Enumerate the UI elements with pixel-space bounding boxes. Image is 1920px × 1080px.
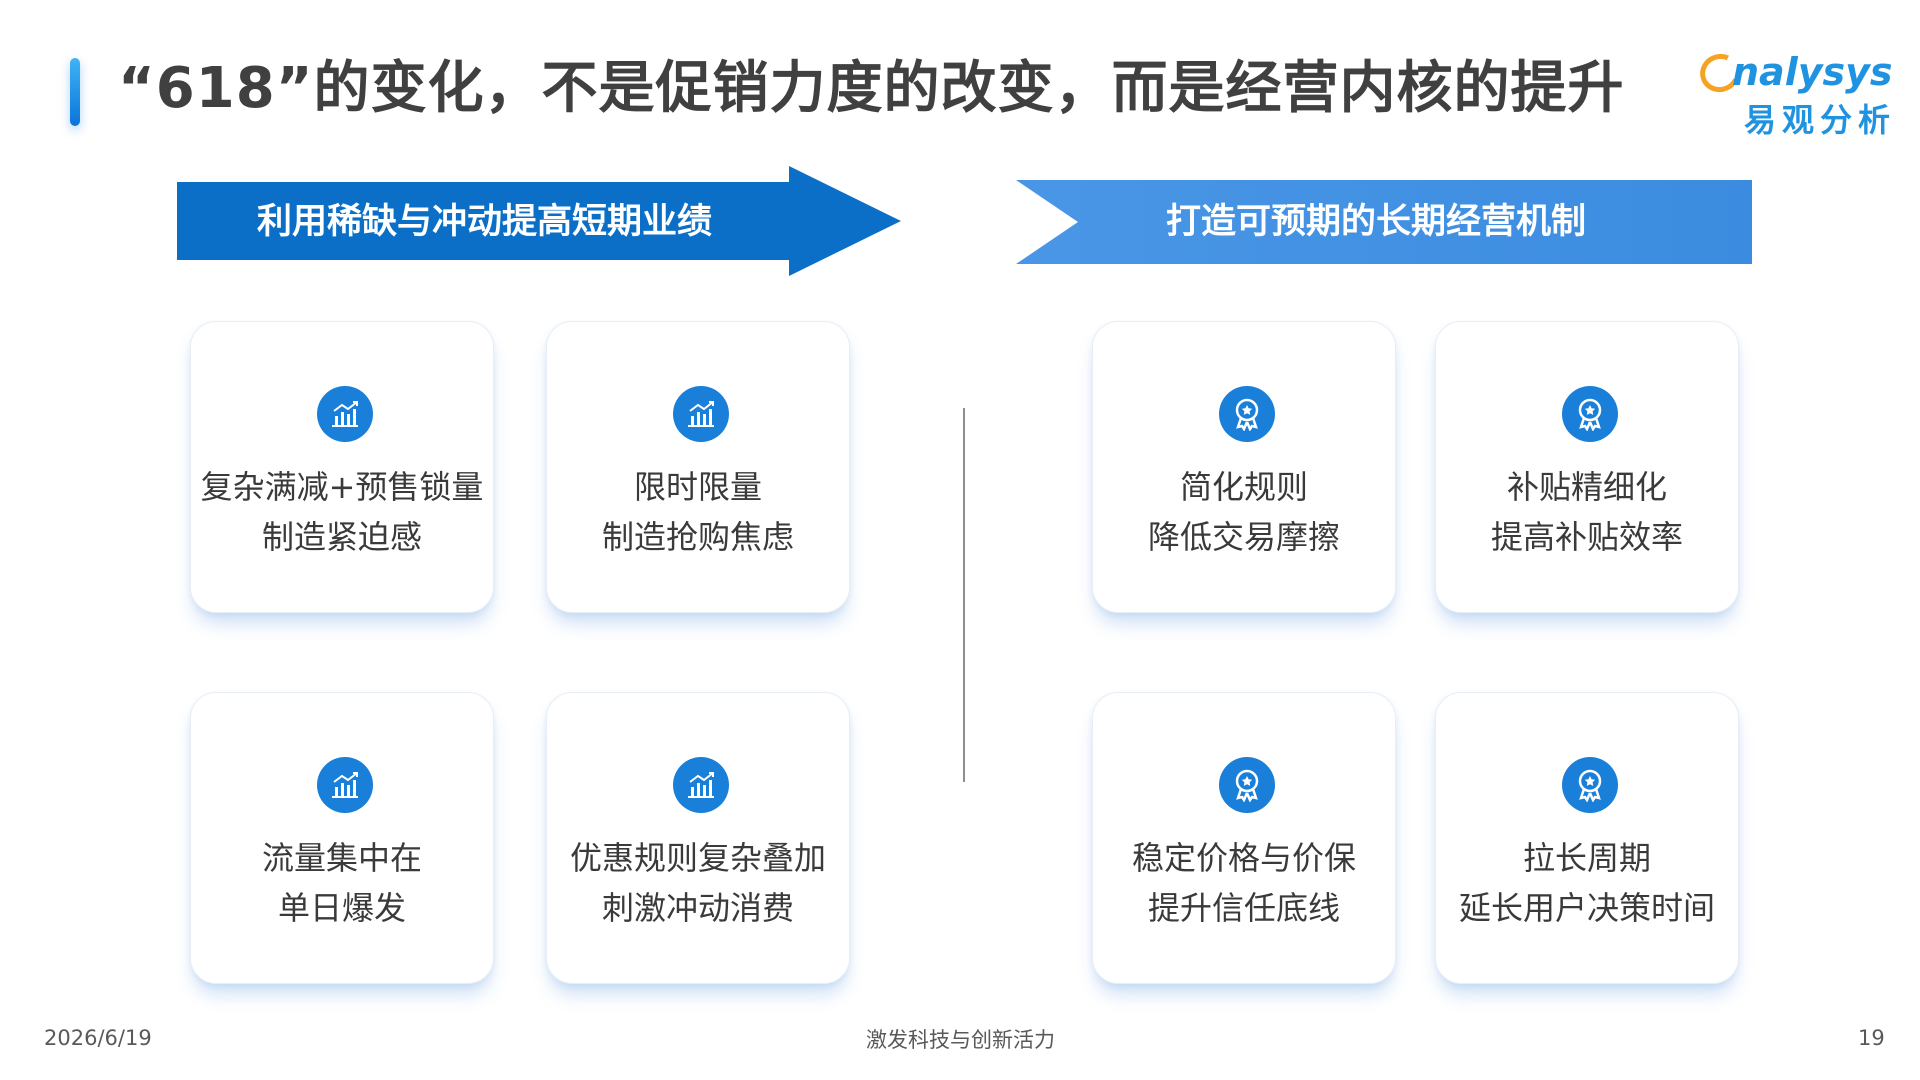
card-right-1: 简化规则 降低交易摩擦 (1092, 321, 1396, 613)
card-line-2: 延长用户决策时间 (1458, 889, 1715, 927)
card-left-3: 流量集中在 单日爆发 (190, 692, 494, 984)
arrow-shape-icon (177, 166, 901, 276)
card-line-1: 流量集中在 (261, 839, 422, 877)
card-line-1: 稳定价格与价保 (1131, 839, 1356, 877)
award-medal-icon (1562, 757, 1618, 813)
card-text: 拉长周期 延长用户决策时间 (1436, 833, 1738, 933)
card-line-1: 优惠规则复杂叠加 (569, 839, 826, 877)
card-line-1: 复杂满减+预售锁量 (200, 468, 484, 506)
card-line-2: 制造紧迫感 (261, 518, 422, 556)
card-right-2: 补贴精细化 提高补贴效率 (1435, 321, 1739, 613)
left-banner-label: 利用稀缺与冲动提高短期业绩 (257, 202, 713, 242)
chart-growth-icon (673, 386, 729, 442)
left-arrow-banner: 利用稀缺与冲动提高短期业绩 (177, 166, 901, 276)
card-left-4: 优惠规则复杂叠加 刺激冲动消费 (546, 692, 850, 984)
card-line-2: 提升信任底线 (1147, 889, 1340, 927)
chart-growth-icon (673, 757, 729, 813)
card-text: 复杂满减+预售锁量 制造紧迫感 (191, 462, 493, 562)
card-text: 优惠规则复杂叠加 刺激冲动消费 (547, 833, 849, 933)
logo-wordmark: nalysys (1732, 50, 1893, 94)
chevron-shape-icon (1016, 180, 1752, 264)
card-left-2: 限时限量 制造抢购焦虑 (546, 321, 850, 613)
page-title: “618”的变化，不是促销力度的改变，而是经营内核的提升 (118, 56, 1625, 121)
chart-growth-icon (317, 386, 373, 442)
right-chevron-banner: 打造可预期的长期经营机制 (1016, 180, 1752, 290)
brand-logo: nalysys 易观分析 (1694, 44, 1900, 144)
footer-tagline: 激发科技与创新活力 (866, 1028, 1055, 1052)
card-line-1: 限时限量 (633, 468, 762, 506)
logo-chinese-name: 易观分析 (1744, 101, 1897, 139)
title-accent-bar (70, 58, 80, 126)
right-banner-label: 打造可预期的长期经营机制 (1166, 202, 1587, 242)
card-line-2: 单日爆发 (277, 889, 406, 927)
card-line-1: 拉长周期 (1522, 839, 1651, 877)
chart-growth-icon (317, 757, 373, 813)
card-left-1: 复杂满减+预售锁量 制造紧迫感 (190, 321, 494, 613)
page-number: 19 (1858, 1026, 1885, 1050)
card-text: 简化规则 降低交易摩擦 (1093, 462, 1395, 562)
card-right-3: 稳定价格与价保 提升信任底线 (1092, 692, 1396, 984)
card-text: 限时限量 制造抢购焦虑 (547, 462, 849, 562)
card-line-1: 补贴精细化 (1506, 468, 1667, 506)
column-divider (963, 408, 965, 782)
footer-date: 2026/6/19 (44, 1026, 152, 1050)
card-text: 流量集中在 单日爆发 (191, 833, 493, 933)
card-text: 稳定价格与价保 提升信任底线 (1093, 833, 1395, 933)
award-medal-icon (1219, 757, 1275, 813)
card-line-2: 提高补贴效率 (1490, 518, 1683, 556)
card-line-1: 简化规则 (1179, 468, 1308, 506)
award-medal-icon (1219, 386, 1275, 442)
card-text: 补贴精细化 提高补贴效率 (1436, 462, 1738, 562)
card-right-4: 拉长周期 延长用户决策时间 (1435, 692, 1739, 984)
card-line-2: 刺激冲动消费 (601, 889, 794, 927)
card-line-2: 降低交易摩擦 (1147, 518, 1340, 556)
award-medal-icon (1562, 386, 1618, 442)
card-line-2: 制造抢购焦虑 (601, 518, 794, 556)
